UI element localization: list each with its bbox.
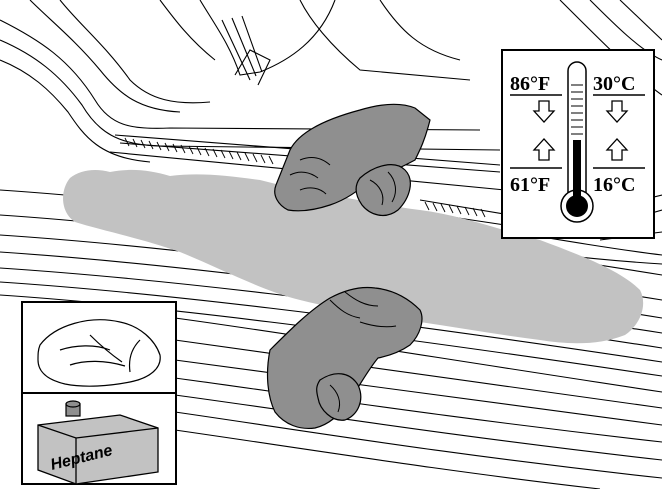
- upper-temp-celsius: 30°C: [593, 73, 635, 95]
- lower-hand-with-cloth: [268, 287, 422, 428]
- temperature-inset: 86°F 30°C 61°F 16°C: [502, 50, 654, 238]
- upper-temp-fahrenheit: 86°F: [510, 73, 550, 95]
- lower-temp-celsius: 16°C: [593, 174, 635, 196]
- upper-hand-with-cloth: [275, 104, 430, 215]
- materials-inset: Heptane: [22, 302, 176, 484]
- lower-temp-fahrenheit: 61°F: [510, 174, 550, 196]
